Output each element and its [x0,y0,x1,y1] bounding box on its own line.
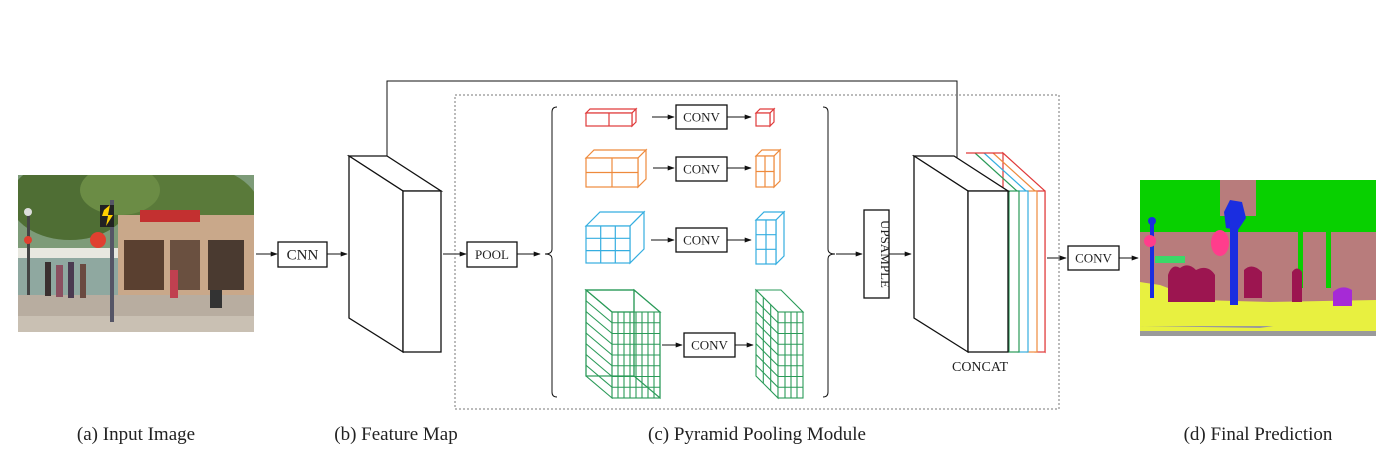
upsampled-level-4-block [754,288,805,400]
pool-level-3-block [584,210,646,265]
conv-label-level-4: CONV [691,338,728,353]
upsampled-level-1-block [754,107,776,128]
pool-level-1-block [584,107,638,128]
conv-label-level-2: CONV [683,162,720,177]
upsample-label: UPSAMPLE [878,220,893,288]
caption-pyramid-pooling: (c) Pyramid Pooling Module [648,424,866,445]
pool-label: POOL [475,247,509,262]
concat-label: CONCAT [952,360,1008,375]
conv-label-level-1: CONV [683,110,720,125]
skip-connection-arrow [386,80,960,171]
cnn-box [277,241,328,268]
conv-box-level-4 [683,332,736,358]
final-prediction-image [1140,180,1376,336]
upsampled-level-3-block [754,210,786,266]
upsampled-level-2-block [754,148,782,189]
caption-feature-map: (b) Feature Map [334,424,457,445]
final-conv-box [1067,245,1120,271]
concat-block [911,151,1046,354]
conv-box-level-3 [675,227,728,253]
pyramid-module-border [454,94,1060,410]
left-bracket [544,106,558,398]
feature-map-block [346,154,444,354]
conv-label-level-3: CONV [683,233,720,248]
input-image [18,175,254,332]
caption-final-prediction: (d) Final Prediction [1184,424,1333,445]
pool-level-2-block [584,148,648,189]
cnn-label: CNN [287,248,319,264]
conv-box-level-2 [675,156,728,182]
right-bracket [822,106,836,398]
caption-input-image: (a) Input Image [77,424,195,445]
final-conv-label: CONV [1075,251,1112,266]
pool-level-4-grid [585,288,661,400]
